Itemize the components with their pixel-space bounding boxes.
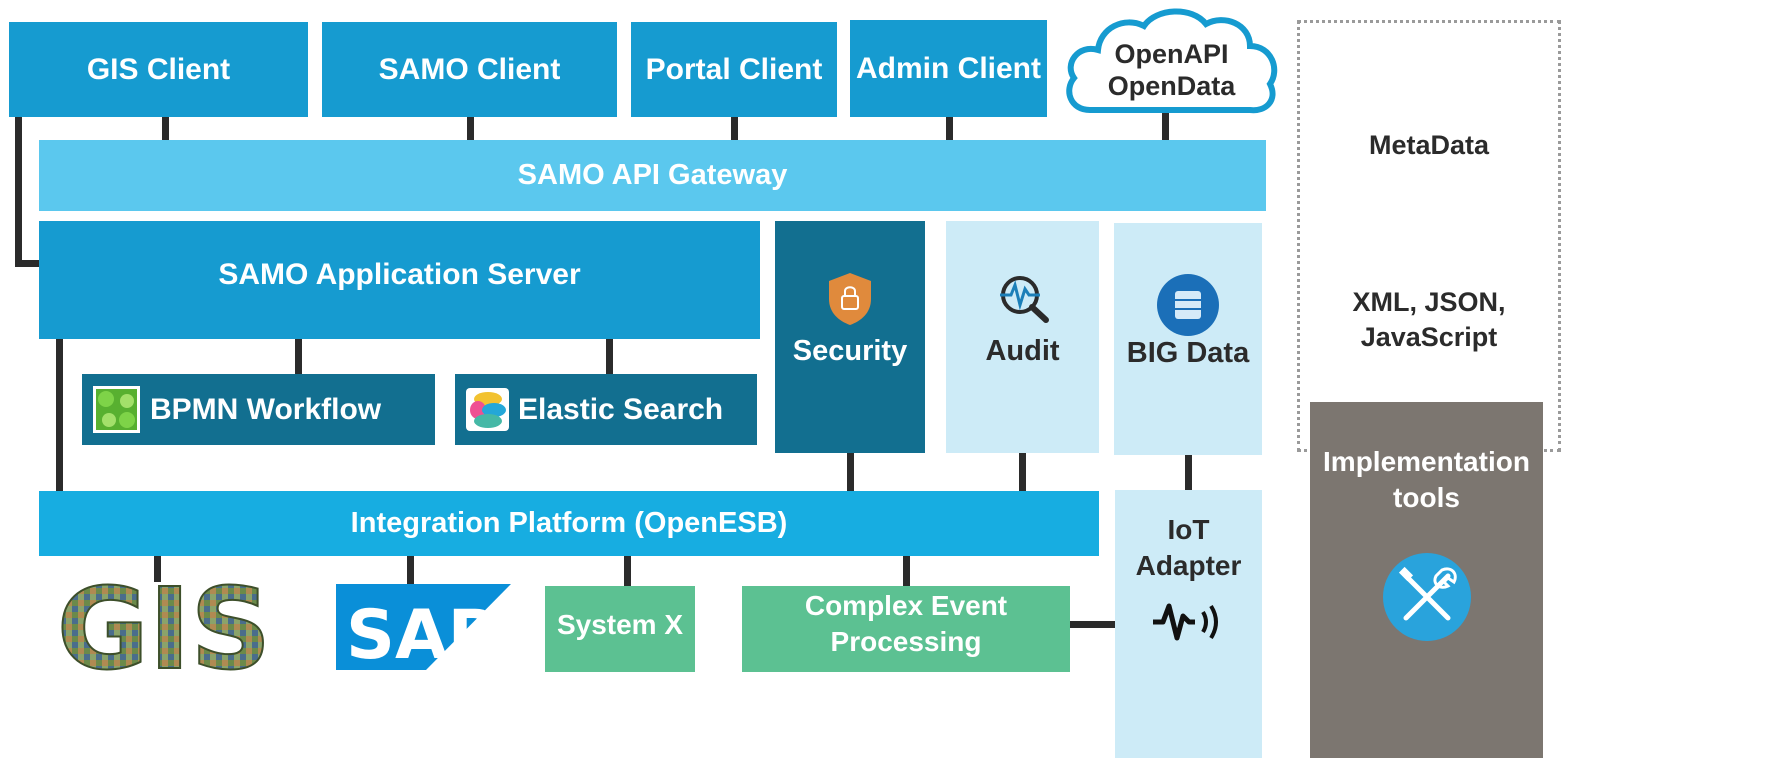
elastic-search-box: Elastic Search <box>455 374 757 445</box>
connector-portal-client <box>731 117 738 141</box>
connector-security-integration <box>847 452 854 491</box>
bpmn-workflow-label: BPMN Workflow <box>150 392 382 426</box>
big-data-box: BIG Data <box>1114 223 1262 455</box>
cep-box: Complex Event Processing <box>742 586 1070 672</box>
implementation-tools-box: Implementation tools <box>1310 402 1543 758</box>
portal-client-box: Portal Client <box>631 22 837 117</box>
cloud-line-1: OpenAPI <box>1114 39 1229 69</box>
metadata-panel: MetaData XML, JSON, JavaScript <box>1297 20 1561 452</box>
connector-integration-cep <box>903 556 910 586</box>
system-x-box: System X <box>545 586 695 672</box>
connector-app-bpmn <box>295 338 302 374</box>
sap-logo-text: SAP <box>346 596 497 670</box>
impl-tools-line-1: Implementation <box>1323 446 1530 477</box>
bpmn-workflow-box: BPMN Workflow <box>82 374 435 445</box>
admin-client-label: Admin Client <box>856 51 1041 85</box>
audit-box: Audit <box>946 221 1099 453</box>
metadata-formats-line-1: XML, JSON, <box>1352 287 1506 317</box>
connector-left-vertical <box>15 115 22 267</box>
connector-app-elastic <box>606 338 613 374</box>
api-gateway-bar: SAMO API Gateway <box>39 140 1266 211</box>
cloud-line-2: OpenData <box>1107 71 1236 102</box>
bpmn-icon <box>93 386 140 433</box>
iot-line-2: Adapter <box>1135 549 1242 581</box>
app-server-box <box>39 221 760 339</box>
impl-tools-line-2: tools <box>1393 482 1460 514</box>
iot-signal-icon <box>1153 603 1218 641</box>
connector-integration-sap <box>407 556 414 584</box>
connector-openapi <box>1162 113 1169 141</box>
gis-client-box: GIS Client <box>9 22 308 117</box>
iot-adapter-box: IoT Adapter <box>1115 490 1262 758</box>
connector-bigdata-iot <box>1185 454 1192 490</box>
iot-line-1: IoT <box>1167 514 1210 545</box>
security-box: Security <box>775 221 925 453</box>
connector-integration-gis <box>154 556 161 582</box>
admin-client-box: Admin Client <box>850 20 1047 117</box>
gis-client-label: GIS Client <box>86 52 231 86</box>
app-server-label: SAMO Application Server <box>218 258 581 291</box>
metadata-title: MetaData <box>1368 130 1490 160</box>
cloud-icon <box>1066 8 1278 114</box>
gis-logo: GIS <box>48 582 280 672</box>
connector-samo-client <box>467 117 474 141</box>
api-gateway-label: SAMO API Gateway <box>517 159 788 191</box>
audit-magnifier-icon <box>1000 276 1049 323</box>
samo-client-box: SAMO Client <box>322 22 617 117</box>
elastic-search-label: Elastic Search <box>518 392 724 426</box>
database-icon <box>1157 274 1219 336</box>
big-data-label: BIG Data <box>1126 337 1250 369</box>
elastic-search-icon <box>466 388 509 431</box>
security-label: Security <box>792 335 908 367</box>
metadata-formats-line-2: JavaScript <box>1360 322 1498 353</box>
portal-client-label: Portal Client <box>645 52 823 86</box>
integration-platform-label: Integration Platform (OpenESB) <box>350 507 788 539</box>
connector-integration-systemx <box>624 556 631 586</box>
gis-logo-text: GIS <box>57 582 271 672</box>
connector-cep-iot <box>1070 621 1116 628</box>
shield-lock-icon <box>829 273 871 325</box>
samo-client-label: SAMO Client <box>378 52 561 86</box>
sap-logo: SAP <box>336 584 511 670</box>
connector-gis-client <box>162 117 169 141</box>
integration-platform-bar: Integration Platform (OpenESB) <box>39 491 1099 556</box>
connector-app-integration <box>56 338 63 491</box>
cep-line-2: Processing <box>830 626 982 658</box>
cep-line-1: Complex Event <box>804 590 1008 621</box>
openapi-cloud: OpenAPI OpenData <box>1060 6 1283 118</box>
connector-admin-client <box>946 117 953 141</box>
audit-label: Audit <box>985 335 1060 367</box>
system-x-label: System X <box>556 609 684 640</box>
connector-left-horizontal <box>15 260 43 267</box>
tools-icon <box>1383 553 1471 641</box>
connector-audit-integration <box>1019 452 1026 491</box>
